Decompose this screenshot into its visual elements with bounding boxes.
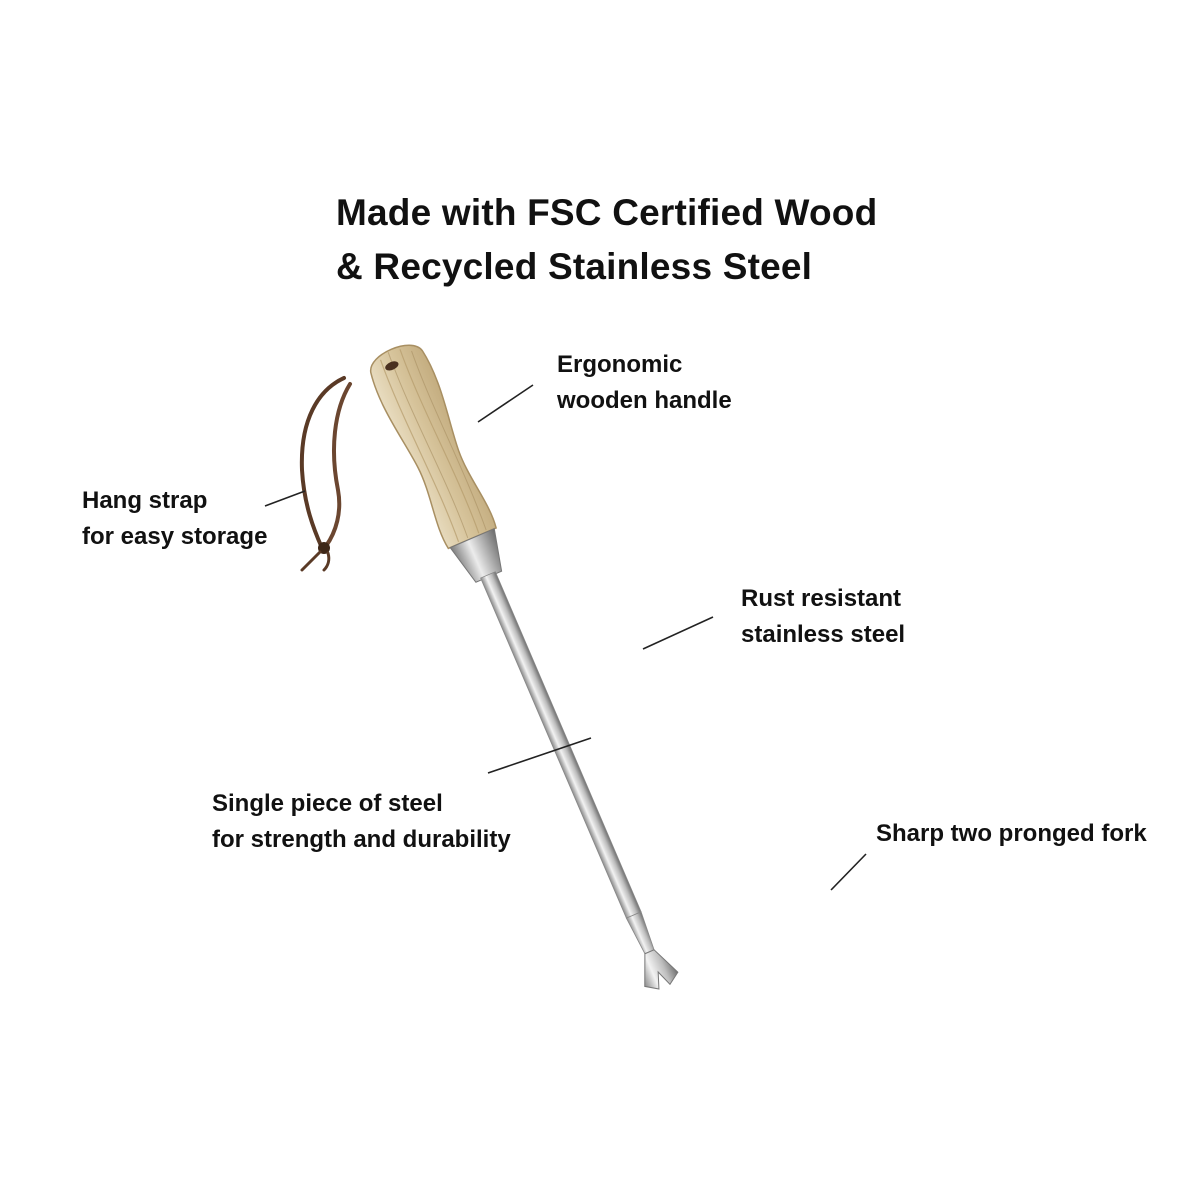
callout-single-piece-line-1: Single piece of steel [212, 790, 443, 817]
callout-steel: Rust resistant stainless steel [741, 581, 905, 653]
callout-strap: Hang strap for easy storage [82, 483, 267, 555]
steel-ferrule-icon [449, 527, 503, 583]
hang-strap-icon [299, 376, 352, 572]
callout-single-piece: Single piece of steel for strength and d… [212, 786, 511, 858]
leader-line-single-piece [487, 737, 592, 774]
callout-steel-line-1: Rust resistant [741, 585, 902, 612]
callout-strap-line-2: for easy storage [82, 523, 268, 550]
callout-handle: Ergonomic wooden handle [557, 347, 732, 419]
headline-line-2: & Recycled Stainless Steel [336, 246, 813, 287]
callout-handle-line-1: Ergonomic [557, 351, 683, 378]
leader-line-strap [264, 490, 306, 507]
callout-fork: Sharp two pronged fork [876, 816, 1147, 852]
leader-line-fork [830, 853, 867, 891]
weeder-tool [370, 344, 679, 990]
steel-shaft-icon [480, 571, 655, 955]
callout-strap-line-1: Hang strap [82, 487, 208, 514]
leader-line-steel [642, 616, 714, 650]
two-pronged-fork-icon [644, 949, 679, 990]
headline: Made with FSC Certified Wood & Recycled … [336, 186, 877, 294]
leader-line-handle [477, 384, 534, 423]
wooden-handle-icon [370, 344, 497, 550]
headline-line-1: Made with FSC Certified Wood [336, 192, 878, 233]
callout-single-piece-line-2: for strength and durability [212, 826, 511, 853]
callout-steel-line-2: stainless steel [741, 621, 906, 648]
leader-lines [264, 384, 867, 891]
callout-fork-line-1: Sharp two pronged fork [876, 820, 1147, 847]
callout-handle-line-2: wooden handle [557, 387, 732, 414]
